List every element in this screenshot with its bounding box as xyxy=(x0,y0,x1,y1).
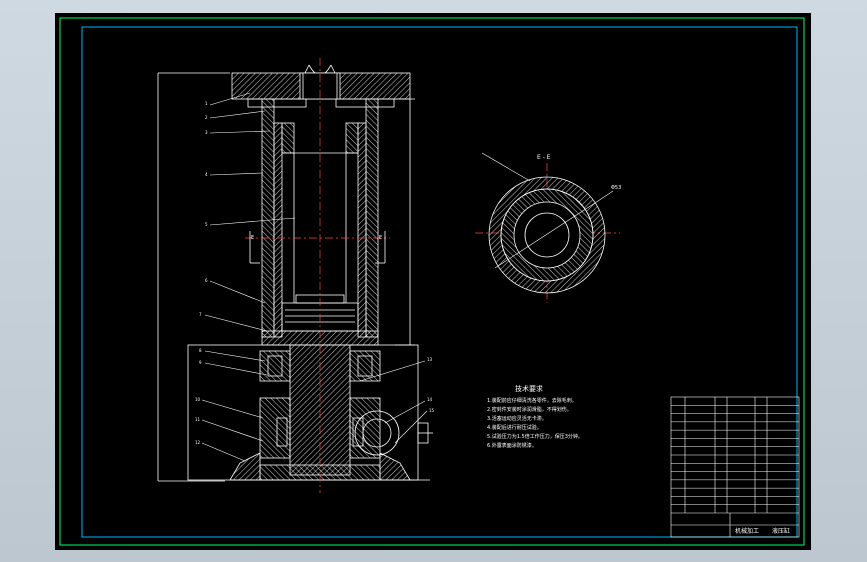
note-4: 4.装配后进行耐压试验。 xyxy=(487,424,542,431)
callout-1: 1 xyxy=(205,101,208,106)
callout-5: 5 xyxy=(205,222,208,227)
cylinder-section-view xyxy=(157,64,433,482)
section-marker-left-label: E xyxy=(251,235,254,241)
note-1: 1.装配前应仔细清洗各零件，去除毛刺。 xyxy=(487,397,577,404)
callout-10: 10 xyxy=(195,397,201,402)
callout-4: 4 xyxy=(205,172,208,177)
note-5: 5.试验压力为1.5倍工作压力，保压3分钟。 xyxy=(487,433,583,440)
note-3: 3.活塞运动应灵活无卡滞。 xyxy=(487,415,547,422)
callout-14: 14 xyxy=(427,397,433,402)
section-marker-right xyxy=(375,231,386,264)
callout-6: 6 xyxy=(205,278,208,283)
section-marker-left xyxy=(249,231,260,264)
section-view-label: E - E xyxy=(537,154,551,161)
callout-11: 11 xyxy=(195,417,201,422)
outer-frame xyxy=(59,17,805,546)
dimension-tag: Φ53 xyxy=(611,185,621,191)
callout-7: 7 xyxy=(199,312,202,317)
callout-8: 8 xyxy=(199,348,202,353)
inner-frame xyxy=(81,26,798,538)
callout-numbers: 1 2 3 4 5 6 7 8 9 10 11 12 13 14 15 xyxy=(195,101,435,445)
callout-9: 9 xyxy=(199,360,202,365)
callout-15: 15 xyxy=(429,408,435,413)
callout-3: 3 xyxy=(205,130,208,135)
title-block xyxy=(671,512,799,537)
note-2: 2.密封件安装时涂润滑脂，不得划伤。 xyxy=(487,406,572,413)
cad-drawing-canvas[interactable]: E E 1 2 3 4 5 6 7 8 9 10 11 12 13 14 xyxy=(55,13,811,550)
title-block-school: 机械加工 xyxy=(735,527,759,535)
callout-13: 13 xyxy=(427,357,433,362)
drawing-svg: E E 1 2 3 4 5 6 7 8 9 10 11 12 13 14 xyxy=(59,17,805,546)
callout-12: 12 xyxy=(195,440,201,445)
section-view-e xyxy=(488,176,606,294)
callout-2: 2 xyxy=(205,115,208,120)
section-marker-right-label: E xyxy=(379,235,382,241)
note-6: 6.外露表面涂防锈漆。 xyxy=(487,442,537,449)
title-block-name: 液压缸 xyxy=(772,527,790,535)
notes-title: 技术要求 xyxy=(515,384,543,393)
parts-list-rows xyxy=(671,405,799,505)
technical-notes: 技术要求 1.装配前应仔细清洗各零件，去除毛刺。 2.密封件安装时涂润滑脂，不得… xyxy=(487,384,583,449)
parts-list-table xyxy=(670,396,800,538)
callout-leaders xyxy=(201,92,428,462)
